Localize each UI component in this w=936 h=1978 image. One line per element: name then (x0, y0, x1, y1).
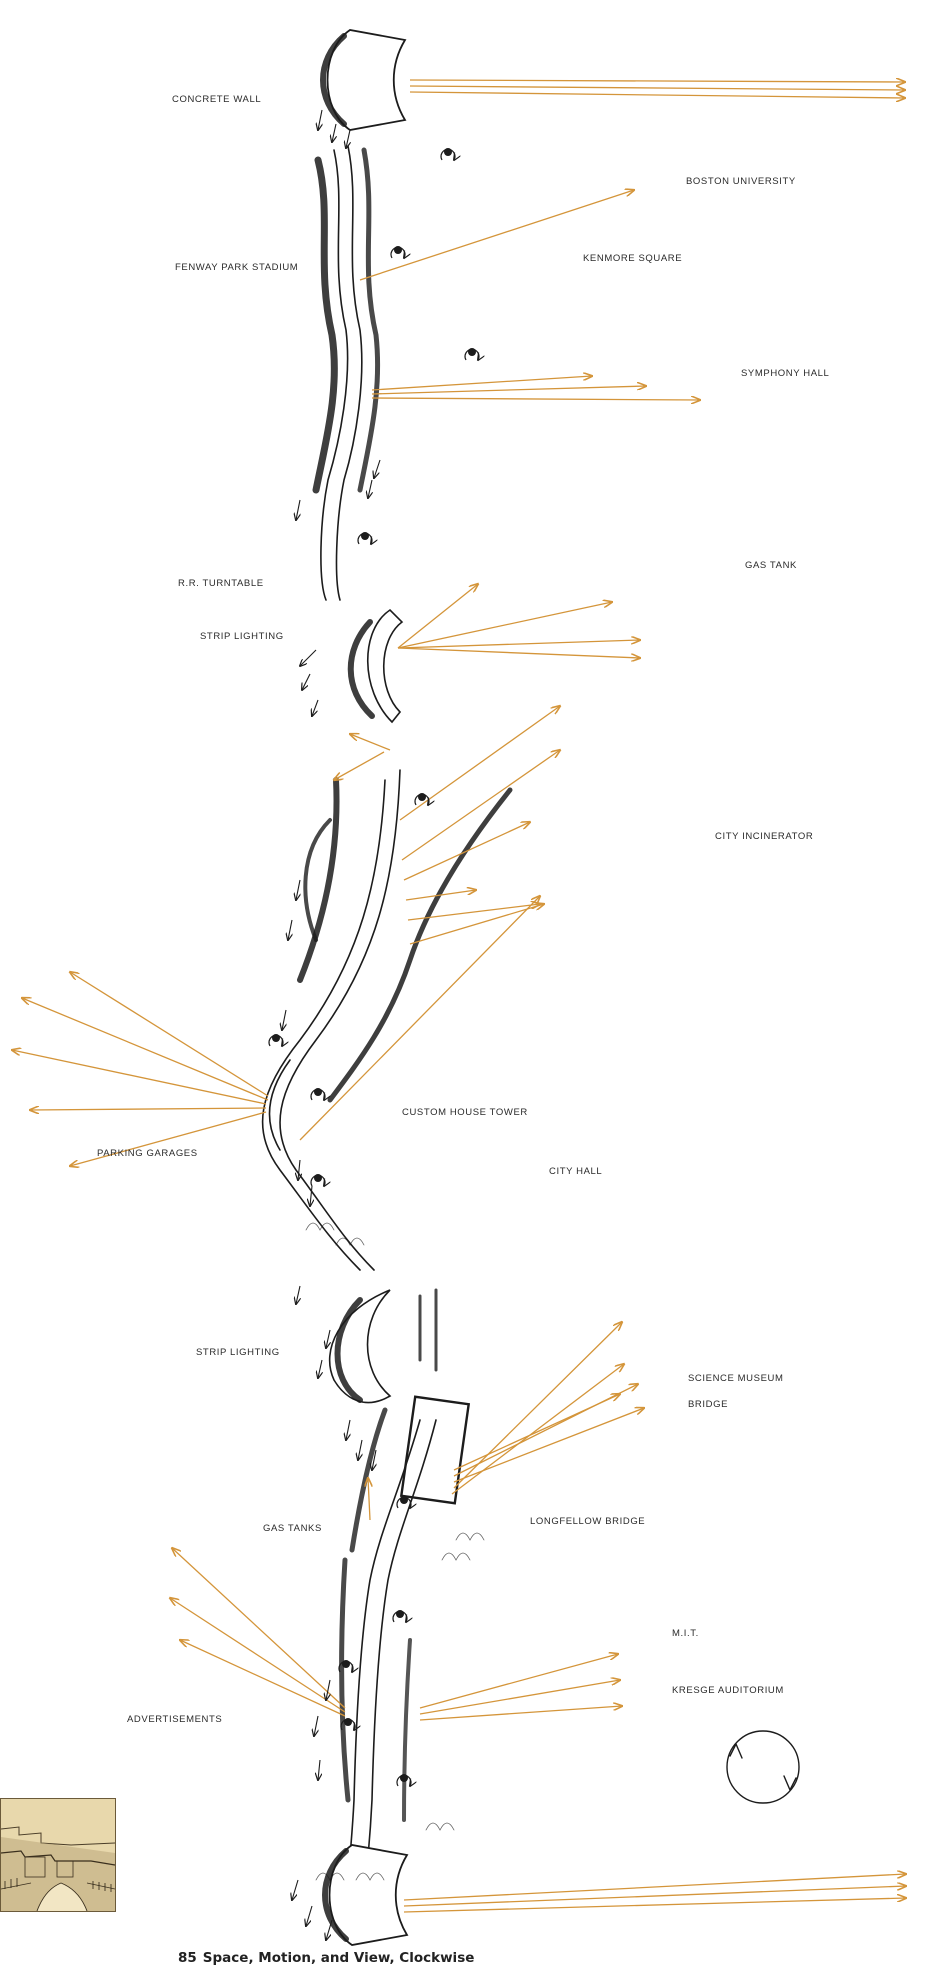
rotation-clockwise-icon (727, 1731, 799, 1803)
label-kenmore-square: KENMORE SQUARE (583, 253, 682, 264)
sightline-rear (334, 752, 384, 780)
sightline-symphony-hall (372, 398, 700, 400)
label-kresge-auditorium: KRESGE AUDITORIUM (672, 1685, 784, 1696)
label-symphony-hall: SYMPHONY HALL (741, 368, 829, 379)
motion-arrow (298, 1160, 300, 1180)
label-science-museum: SCIENCE MUSEUM (688, 1373, 784, 1384)
road-shoulder-hatch (360, 150, 378, 490)
sightline-concrete-wall (410, 86, 905, 90)
motion-arrow (300, 650, 316, 666)
label-longfellow-bridge: LONGFELLOW BRIDGE (530, 1516, 645, 1527)
road-edge (337, 146, 362, 600)
sightline-gas-tank (398, 602, 612, 648)
sightline-gas-tank (398, 648, 640, 658)
sightline-mit (420, 1706, 622, 1720)
road-shoulder-hatch (404, 1640, 410, 1820)
sightline-gas-tank (398, 640, 640, 648)
sightline-incinerator (400, 706, 560, 820)
sightline-mit (420, 1654, 618, 1708)
label-city-incinerator: CITY INCINERATOR (715, 831, 813, 842)
label-custom-house-tower: CUSTOM HOUSE TOWER (402, 1107, 528, 1118)
label-rr-turntable: R.R. TURNTABLE (178, 578, 264, 589)
label-city-hall: CITY HALL (549, 1166, 602, 1177)
curved-wall-strip-lighting-upper (368, 610, 402, 722)
label-strip-lighting-lower: STRIP LIGHTING (196, 1347, 280, 1358)
label-fenway-park-stadium: FENWAY PARK STADIUM (175, 262, 298, 273)
label-boston-university: BOSTON UNIVERSITY (686, 176, 796, 187)
label-strip-lighting-upper: STRIP LIGHTING (200, 631, 284, 642)
motion-arrow (296, 880, 300, 900)
rotation-arrowhead (730, 1744, 742, 1758)
label-advertisements: ADVERTISEMENTS (127, 1714, 222, 1725)
label-gas-tank: GAS TANK (745, 560, 797, 571)
motion-arrow (326, 1330, 330, 1348)
caption-number: 85 (178, 1950, 197, 1966)
road-shoulder-hatch (342, 1560, 348, 1800)
sightline-rear (350, 734, 390, 750)
sightline-science-museum (452, 1364, 624, 1494)
sightline-concrete-wall (410, 80, 905, 82)
sightline-city-west (70, 972, 268, 1096)
sightline-gas-tanks (368, 1478, 370, 1520)
sightline-kresge (404, 1898, 906, 1912)
sightline-incinerator (402, 750, 560, 860)
motion-arrow (358, 1440, 362, 1460)
label-mit: M.I.T. (672, 1628, 699, 1639)
motion-arrow (318, 110, 322, 130)
caption-title: Space, Motion, and View, Clockwise (203, 1950, 475, 1966)
thumbnail-street-sketch (0, 1798, 116, 1912)
hatched-wall (420, 1290, 436, 1370)
road-shoulder-hatch (330, 790, 510, 1100)
sightline-city-west (30, 1108, 266, 1110)
sightline-mit (420, 1680, 620, 1714)
motion-arrow (368, 480, 372, 498)
rotation-arrowhead (784, 1776, 796, 1790)
road-edge (263, 780, 385, 1270)
motion-arrow (318, 1760, 320, 1780)
figure-caption: 85 Space, Motion, and View, Clockwise (178, 1950, 474, 1966)
sightline-incinerator (404, 822, 530, 880)
motion-arrow (292, 1880, 298, 1900)
label-gas-tanks: GAS TANKS (263, 1523, 322, 1534)
parking-garage-curve (269, 1060, 290, 1150)
motion-arrow (314, 1716, 318, 1736)
tree-scribble (426, 1823, 454, 1830)
motion-arrow (296, 1286, 300, 1304)
motion-arrow (282, 1010, 286, 1030)
sightline-gas-tank (398, 584, 478, 648)
motion-arrow (288, 920, 292, 940)
motion-arrow (306, 1906, 312, 1926)
tree-scribble (442, 1553, 470, 1560)
label-parking-garages: PARKING GARAGES (97, 1148, 198, 1159)
motion-arrow (302, 674, 310, 690)
tree-scribble (456, 1533, 484, 1540)
road-shoulder-hatch (316, 160, 334, 490)
motion-arrow (346, 1420, 350, 1440)
sightline-city-west (12, 1050, 266, 1104)
label-concrete-wall: CONCRETE WALL (172, 94, 261, 105)
motion-arrow (296, 500, 300, 520)
sightline-advertisements (180, 1640, 345, 1716)
sightline-city-west (22, 998, 268, 1100)
sightline-advertisements (172, 1548, 345, 1708)
motion-arrow (318, 1360, 322, 1378)
motion-arrow (312, 700, 318, 716)
label-bridge: BRIDGE (688, 1399, 728, 1410)
motion-arrow (374, 460, 380, 478)
sightline-boston-university (360, 190, 634, 280)
sightline-advertisements (170, 1598, 345, 1712)
motion-arrow (326, 1680, 330, 1700)
motion-arrow (332, 124, 336, 142)
sightline-concrete-wall (410, 92, 905, 98)
road-edge (362, 1420, 436, 1910)
